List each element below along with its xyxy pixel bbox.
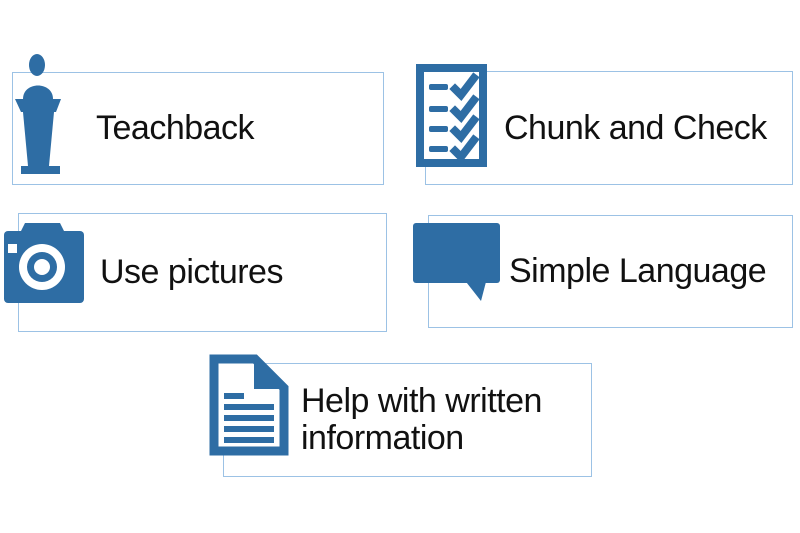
card-label: Chunk and Check bbox=[504, 108, 767, 147]
card-use-pictures: Use pictures bbox=[4, 213, 387, 332]
card-teachback: Teachback bbox=[12, 54, 384, 185]
camera-icon bbox=[4, 223, 84, 303]
document-icon bbox=[209, 354, 289, 456]
checklist-icon bbox=[416, 64, 487, 167]
speaker-podium-icon bbox=[14, 54, 62, 174]
speech-bubble-icon bbox=[413, 223, 500, 301]
card-label: Teachback bbox=[96, 109, 255, 147]
card-label: Help with written information bbox=[301, 382, 542, 457]
card-chunk-and-check: Chunk and Check bbox=[416, 64, 793, 185]
card-help-with-written-information: Help with written information bbox=[209, 354, 592, 477]
card-label: Use pictures bbox=[100, 253, 283, 291]
card-label: Simple Language bbox=[509, 252, 767, 290]
card-simple-language: Simple Language bbox=[413, 215, 793, 328]
